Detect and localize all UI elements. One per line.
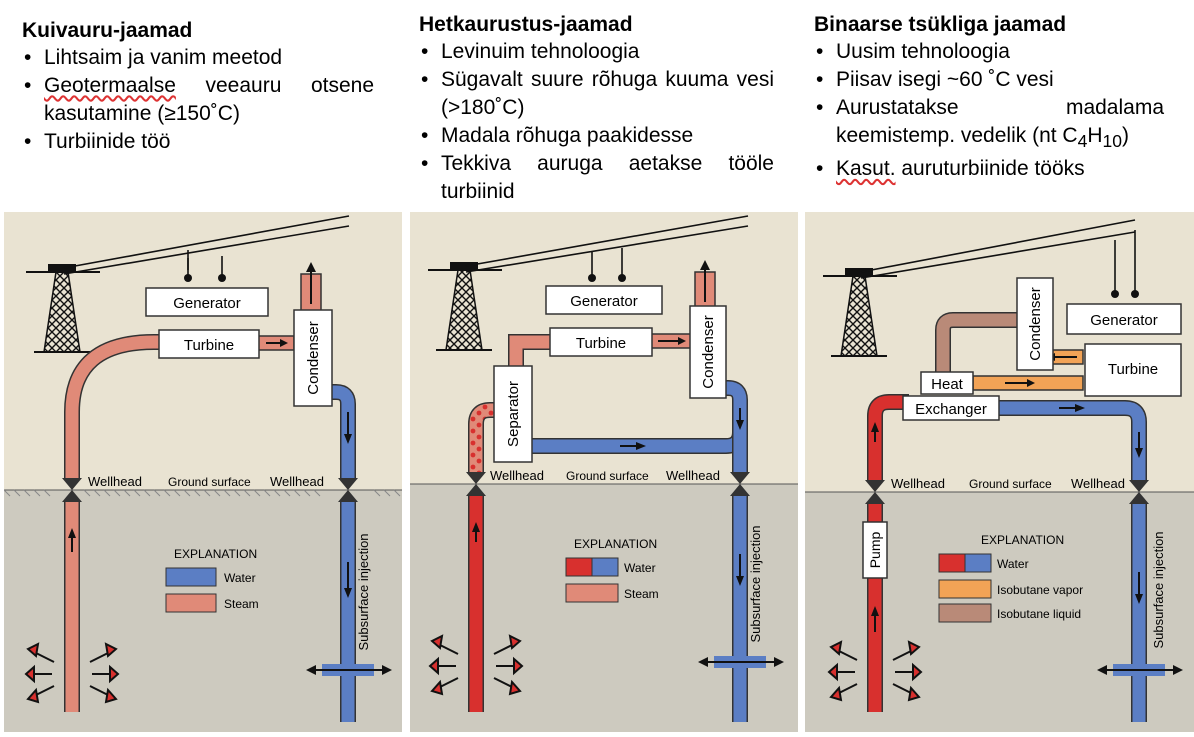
svg-text:EXPLANATION: EXPLANATION: [574, 537, 657, 551]
turbine-box: [1084, 343, 1182, 397]
legend-swatch-hot-water: [938, 553, 966, 573]
svg-text:Subsurface injection: Subsurface injection: [356, 533, 371, 650]
column-binary-cycle: Binaarse tsükliga jaamad •Uusim tehnoloo…: [814, 12, 1164, 183]
bullet-item: •Turbiinide töö: [24, 130, 171, 153]
svg-text:Exchanger: Exchanger: [915, 401, 987, 418]
svg-text:Subsurface injection: Subsurface injection: [748, 525, 763, 642]
bullet-item: •Lihtsaim ja vanim meetod: [24, 46, 283, 69]
column-title: Binaarse tsükliga jaamad: [814, 13, 1067, 36]
bullet-item: •Uusim tehnoloogia: [816, 40, 1010, 63]
bullet-item: •Sügavalt suure rõhuga kuuma vesi (>180˚…: [421, 68, 774, 119]
column-title: Kuivauru-jaamad: [22, 19, 193, 42]
generator-box: [145, 287, 269, 317]
heat-box: [920, 371, 974, 395]
svg-text:Isobutane vapor: Isobutane vapor: [997, 583, 1083, 597]
transmission-tower-icon: [428, 262, 502, 351]
bullet-item: •Kasut. auruturbiinide tööks: [816, 157, 1085, 181]
legend-swatch-isobutane-liquid: [938, 603, 992, 623]
svg-text:Subsurface injection: Subsurface injection: [1151, 531, 1166, 648]
svg-text:Wellhead: Wellhead: [270, 474, 324, 489]
bullet-list: •Levinuim tehnoloogia •Sügavalt suure rõ…: [419, 38, 774, 206]
svg-text:Wellhead: Wellhead: [891, 476, 945, 491]
svg-text:Water: Water: [997, 557, 1029, 571]
bullet-list: •Uusim tehnoloogia •Piisav isegi ~60 ˚C …: [814, 38, 1164, 183]
heat-flow-arrows-icon: [827, 640, 923, 702]
svg-text:Turbine: Turbine: [184, 337, 234, 354]
bullet-item: •Aurustatakse madalama keemistemp. vedel…: [816, 96, 1164, 152]
bullet-item: •Piisav isegi ~60 ˚C vesi: [816, 68, 1054, 91]
wellhead-valve-icon: [730, 472, 750, 496]
bullet-item: •Tekkiva auruga aetakse tööle turbiinid: [421, 152, 774, 203]
diagram-flash-steam: Generator Turbine Condenser Separator We…: [410, 212, 798, 732]
bullet-item: •Levinuim tehnoloogia: [421, 40, 640, 63]
wellhead-valve-icon: [62, 478, 82, 502]
transmission-tower-icon: [26, 264, 100, 353]
svg-text:Turbine: Turbine: [576, 335, 626, 352]
svg-text:Condenser: Condenser: [305, 321, 322, 394]
bullet-item: •Madala rõhuga paakidesse: [421, 124, 694, 147]
svg-text:Pump: Pump: [867, 532, 883, 569]
svg-text:Turbine: Turbine: [1108, 361, 1158, 378]
bullet-list: •Lihtsaim ja vanim meetod •Geotermaalse …: [22, 44, 374, 156]
svg-text:Wellhead: Wellhead: [88, 474, 142, 489]
svg-text:EXPLANATION: EXPLANATION: [981, 533, 1064, 547]
svg-text:Generator: Generator: [1090, 312, 1158, 329]
svg-text:Ground surface: Ground surface: [969, 477, 1052, 491]
pump-box: [862, 521, 888, 579]
legend-swatch-steam: [565, 583, 619, 603]
svg-text:Ground surface: Ground surface: [566, 469, 649, 483]
column-dry-steam: Kuivauru-jaamad •Lihtsaim ja vanim meeto…: [22, 18, 374, 156]
column-title: Hetkaurustus-jaamad: [419, 13, 633, 36]
legend-swatch-steam: [165, 593, 217, 613]
legend-swatch-water: [165, 567, 217, 587]
condenser-box: [293, 309, 333, 407]
condenser-box: [689, 305, 727, 399]
svg-text:EXPLANATION: EXPLANATION: [174, 547, 257, 561]
heat-flow-arrows-icon: [24, 642, 120, 704]
svg-text:Wellhead: Wellhead: [1071, 476, 1125, 491]
legend-swatch-water: [591, 557, 619, 577]
svg-text:Ground surface: Ground surface: [168, 475, 251, 489]
svg-text:Separator: Separator: [505, 381, 522, 447]
turbine-box: [158, 329, 260, 359]
svg-text:Water: Water: [624, 561, 656, 575]
generator-box: [1066, 303, 1182, 335]
svg-text:Condenser: Condenser: [1027, 287, 1044, 360]
svg-text:Heat: Heat: [931, 376, 964, 393]
diagram-dry-steam: Generator Turbine Condenser Wellhead Gro…: [3, 212, 402, 732]
svg-text:Generator: Generator: [173, 295, 241, 312]
wellhead-valve-icon: [338, 478, 358, 502]
wellhead-valve-icon: [865, 480, 885, 504]
exchanger-box: [902, 395, 1000, 421]
wellhead-valve-icon: [466, 472, 486, 496]
svg-text:Steam: Steam: [624, 587, 659, 601]
turbine-box: [549, 327, 653, 357]
diagram-binary-cycle: Generator Turbine Condenser Heat Exchang…: [805, 212, 1194, 732]
generator-box: [545, 285, 663, 315]
bullet-item: •Geotermaalse veeauru otsene kasutamine …: [24, 74, 374, 125]
svg-text:Condenser: Condenser: [700, 315, 717, 388]
heat-flow-arrows-icon: [428, 634, 524, 696]
svg-text:Wellhead: Wellhead: [490, 468, 544, 483]
wellhead-valve-icon: [1129, 480, 1149, 504]
transmission-tower-icon: [823, 268, 897, 357]
svg-text:Water: Water: [224, 571, 256, 585]
svg-text:Steam: Steam: [224, 597, 259, 611]
legend-swatch-hot-water: [565, 557, 593, 577]
separator-box: [493, 365, 533, 463]
column-flash-steam: Hetkaurustus-jaamad •Levinuim tehnoloogi…: [419, 12, 774, 206]
svg-text:Wellhead: Wellhead: [666, 468, 720, 483]
condenser-box: [1016, 277, 1054, 371]
legend-swatch-water: [964, 553, 992, 573]
svg-text:Generator: Generator: [570, 293, 638, 310]
legend-swatch-isobutane-vapor: [938, 579, 992, 599]
svg-text:Isobutane liquid: Isobutane liquid: [997, 607, 1081, 621]
